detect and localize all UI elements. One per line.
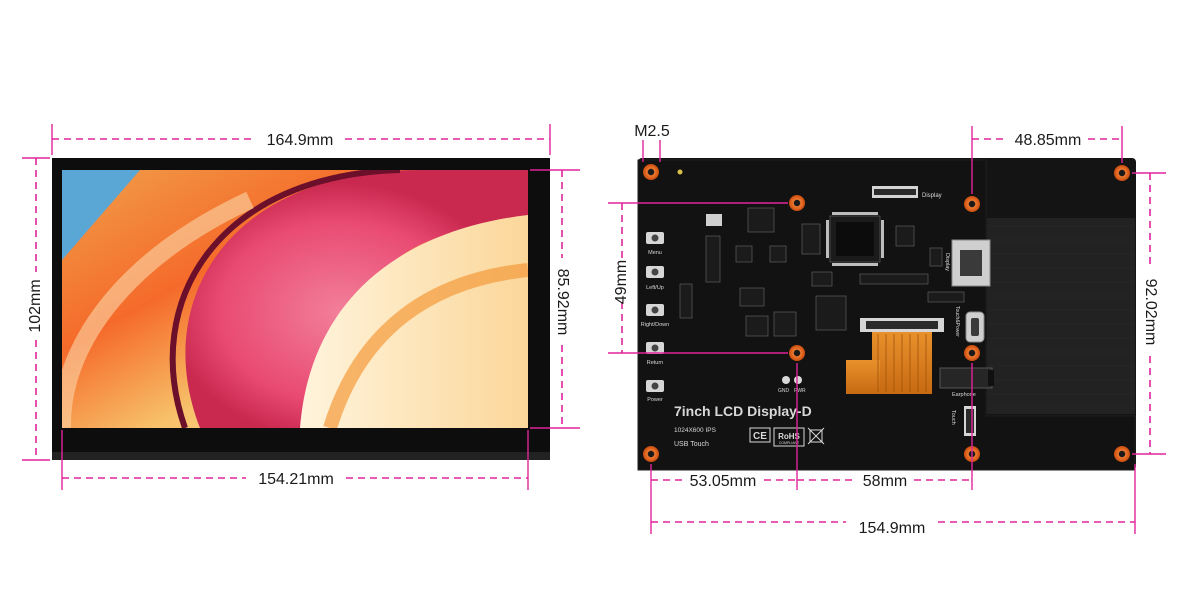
label-58mm: 58mm [863, 473, 907, 490]
dim-front-left-height: 102mm [22, 157, 50, 461]
dim-front-right-height: 85.92mm [530, 169, 580, 429]
standoff-hole-icon [1114, 446, 1130, 462]
standoff-hole-icon [1114, 165, 1130, 181]
silk-touch: Touch [950, 410, 956, 425]
product-resolution: 1024X600 IPS [674, 427, 717, 434]
dim-back-right-height: 92.02mm [1132, 172, 1166, 455]
earphone-jack [939, 367, 993, 389]
product-name: 7inch LCD Display-D [674, 403, 812, 419]
label-53-05mm: 53.05mm [690, 473, 757, 490]
pcb-components: Display Display Touch&Power Earphone Tou… [677, 169, 994, 436]
standoff-hole-icon [964, 345, 980, 361]
silk-display-top: Display [922, 193, 942, 199]
standoff-hole-icon [789, 195, 805, 211]
button-label-menu: Menu [648, 250, 662, 256]
standoff-hole-icon [643, 164, 659, 180]
dim-back-top-right-width: 48.85mm [971, 126, 1123, 194]
product-usb-touch: USB Touch [674, 441, 709, 448]
silk-display-side: Display [944, 253, 950, 271]
rohs-mark: RoHS [778, 432, 800, 441]
weee-bin-icon [807, 427, 825, 445]
front-view [52, 158, 550, 460]
back-view: Menu Left/Up Right/Down Return Power [637, 158, 1136, 471]
screen-wallpaper [62, 170, 528, 428]
back-panel-plate [987, 218, 1135, 414]
silk-pwr: PWR [794, 388, 806, 394]
label-102mm: 102mm [27, 279, 44, 332]
button-label-left-up: Left/Up [646, 285, 664, 291]
dim-back-m2-5: M2.5 [634, 123, 670, 162]
dim-front-bottom-width: 154.21mm [61, 430, 529, 490]
button-label-right-down: Right/Down [641, 322, 669, 328]
rohs-compliant: COMPLIANT [779, 441, 800, 445]
product-silkscreen: 7inch LCD Display-D 1024X600 IPS USB Tou… [674, 403, 825, 448]
standoff-hole-icon [789, 345, 805, 361]
standoffs [643, 164, 1130, 462]
ce-mark: CE [753, 431, 767, 442]
compliance-marks: CE RoHS COMPLIANT [749, 427, 825, 447]
label-49mm: 49mm [613, 260, 630, 304]
label-154-21mm: 154.21mm [258, 471, 334, 488]
silk-earphone: Earphone [952, 392, 976, 398]
dim-back-left-height: 49mm [608, 202, 788, 354]
label-85-92mm: 85.92mm [554, 269, 571, 336]
standoff-hole-icon [643, 446, 659, 462]
standoff-hole-icon [964, 196, 980, 212]
label-48-85mm: 48.85mm [1015, 132, 1082, 149]
dim-front-top-width: 164.9mm [51, 124, 551, 155]
label-154-9mm: 154.9mm [859, 520, 926, 537]
side-buttons: Menu Left/Up Right/Down Return Power [641, 232, 669, 403]
label-92-02mm: 92.02mm [1142, 279, 1159, 346]
label-m2-5: M2.5 [634, 123, 670, 140]
button-label-return: Return [647, 360, 664, 366]
silk-gnd: GND [778, 388, 790, 394]
button-label-power: Power [647, 397, 663, 403]
dim-back-bottom-total: 154.9mm [651, 520, 1135, 537]
dim-back-bottom-segments: 53.05mm 58mm [650, 363, 1136, 534]
label-164-9mm: 164.9mm [267, 132, 334, 149]
silk-touch-power: Touch&Power [954, 306, 960, 337]
